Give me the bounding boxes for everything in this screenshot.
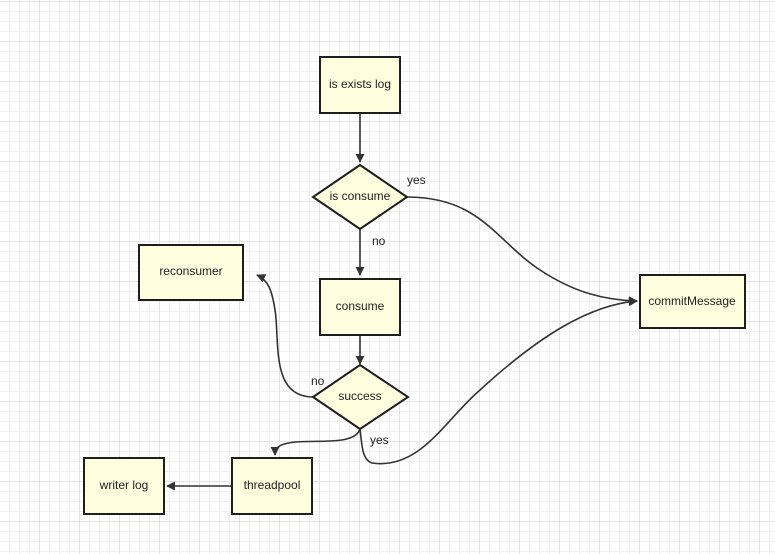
node-label: commitMessage — [648, 294, 736, 308]
edge-success-to-threadpool — [270, 428, 361, 456]
node-label: consume — [336, 299, 385, 313]
node-label: is consume — [330, 189, 391, 203]
node-threadpool[interactable]: threadpool — [231, 457, 313, 515]
node-success[interactable]: success — [311, 363, 410, 431]
node-consume[interactable]: consume — [319, 278, 401, 336]
node-label: reconsumer — [159, 264, 222, 278]
node-label: success — [338, 389, 381, 403]
edge-label-success-yes: yes — [370, 433, 389, 447]
node-label: is exists log — [329, 77, 391, 91]
node-reconsumer[interactable]: reconsumer — [138, 244, 244, 301]
node-writer-log[interactable]: writer log — [83, 457, 165, 515]
edge-success-yes-to-commit — [359, 297, 638, 465]
node-commit-message[interactable]: commitMessage — [639, 274, 746, 329]
edge-is-consume-yes-to-commit — [406, 196, 638, 306]
edge-label-is-consume-no: no — [372, 234, 386, 248]
node-label: threadpool — [244, 478, 301, 492]
node-label: writer log — [99, 478, 149, 492]
edges — [166, 114, 638, 491]
node-is-exists-log[interactable]: is exists log — [319, 56, 401, 114]
edge-label-is-consume-yes: yes — [407, 173, 426, 187]
node-is-consume[interactable]: is consume — [311, 163, 409, 231]
edge-success-no-to-reconsumer — [256, 274, 314, 398]
edge-label-success-no: no — [311, 374, 325, 388]
